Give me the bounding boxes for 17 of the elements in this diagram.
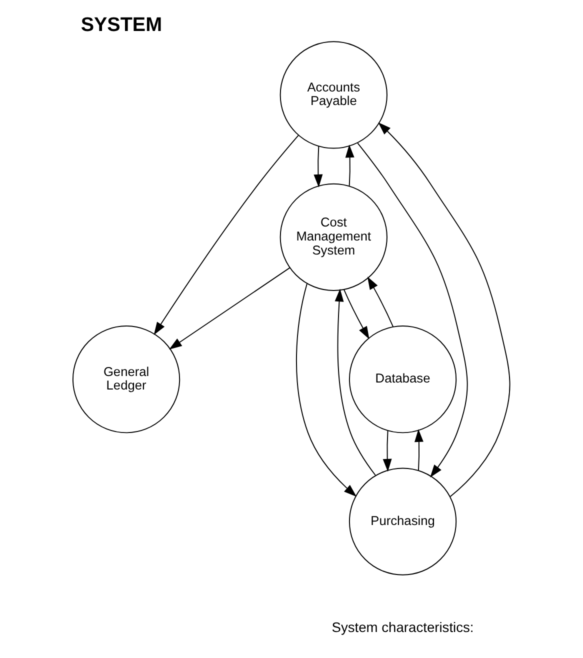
- node-circle: Accounts Payable: [280, 41, 388, 149]
- arrow: [414, 429, 424, 471]
- arrow: [382, 430, 392, 472]
- arrow: [334, 288, 376, 476]
- node-circle: General Ledger: [72, 326, 180, 434]
- arrow: [357, 142, 468, 478]
- arrow: [296, 283, 357, 497]
- arrow: [367, 276, 394, 328]
- arrow: [345, 144, 354, 186]
- arrow: [378, 122, 510, 498]
- arrow: [154, 134, 299, 336]
- arrow: [343, 289, 370, 340]
- label: System characteristics:: [332, 618, 474, 635]
- diagram-title: SYSTEM: [80, 14, 162, 36]
- node-circle: Purchasing: [348, 468, 457, 576]
- arrow: [169, 267, 290, 350]
- arrow: [314, 146, 323, 188]
